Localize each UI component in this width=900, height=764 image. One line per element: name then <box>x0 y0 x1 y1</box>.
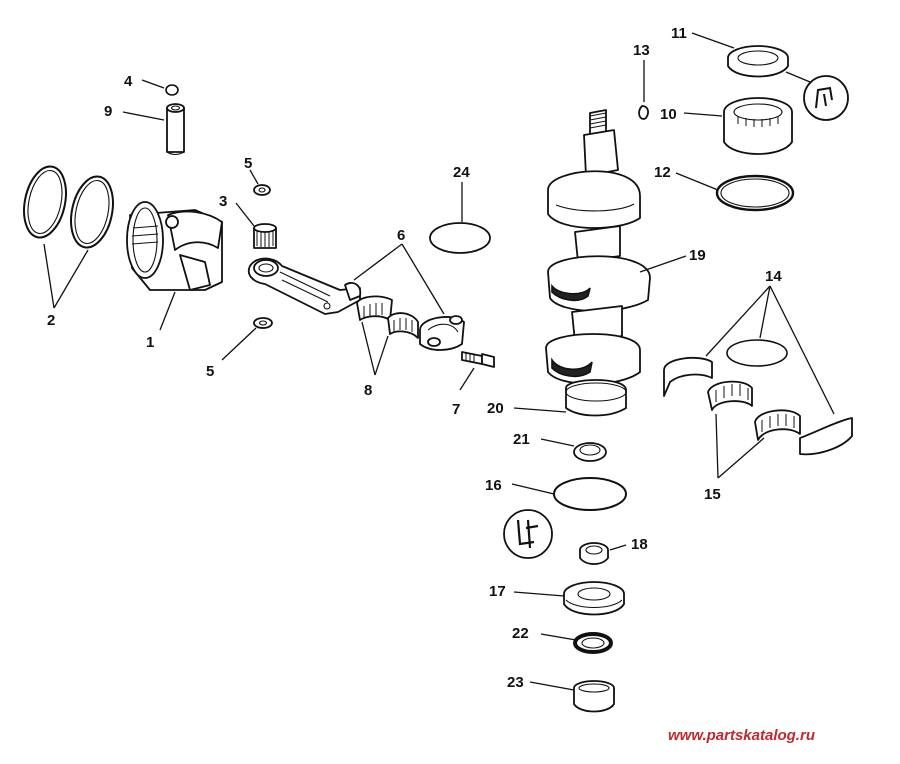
needle-bearing-cage-left <box>707 380 753 411</box>
callout-numbers: 1 2 3 4 5 5 6 7 8 9 10 11 12 13 14 15 16… <box>47 25 782 691</box>
piston <box>126 201 223 291</box>
callout-6: 6 <box>397 227 405 244</box>
o-ring-24 <box>429 222 491 254</box>
callout-14: 14 <box>765 268 782 285</box>
o-ring-22 <box>573 632 613 654</box>
callout-7: 7 <box>452 401 460 418</box>
callout-22: 22 <box>512 625 529 642</box>
callout-15: 15 <box>704 486 721 503</box>
thrust-washer-top <box>253 184 271 196</box>
detail-symbol-lower <box>503 509 553 559</box>
main-bearing-half-left <box>663 356 713 397</box>
callout-24: 24 <box>453 164 470 181</box>
retaining-ring <box>165 84 179 96</box>
thrust-washer-bottom <box>253 317 273 329</box>
callout-3: 3 <box>219 193 227 210</box>
connecting-rod <box>247 257 362 315</box>
callout-2: 2 <box>47 312 55 329</box>
callout-21: 21 <box>513 431 530 448</box>
bearing-sleeve <box>573 680 615 713</box>
callout-18: 18 <box>631 536 648 553</box>
callout-13: 13 <box>633 42 650 59</box>
rod-bearing-upper-half <box>356 295 393 321</box>
thrust-washer-21 <box>573 442 607 462</box>
piston-rings <box>23 165 114 249</box>
seal-ring <box>727 45 789 78</box>
needle-bearing-cage-right <box>754 409 801 441</box>
callout-16: 16 <box>485 477 502 494</box>
callout-20: 20 <box>487 400 504 417</box>
callout-1: 1 <box>146 334 154 351</box>
rod-bearing-lower-half <box>387 312 419 339</box>
callout-19: 19 <box>689 247 706 264</box>
callout-4: 4 <box>124 73 133 90</box>
retaining-ring-13 <box>638 105 649 120</box>
rod-cap <box>419 315 465 351</box>
callout-5-bottom: 5 <box>206 363 214 380</box>
main-bearing-half-right <box>799 417 853 456</box>
o-ring-12 <box>715 174 795 212</box>
callout-12: 12 <box>654 164 671 181</box>
callout-17: 17 <box>489 583 506 600</box>
callout-5-top: 5 <box>244 155 252 172</box>
wrist-pin <box>166 103 185 156</box>
seal-18 <box>579 542 609 565</box>
watermark-url: www.partskatalog.ru <box>668 727 815 744</box>
roller-bearing-upper <box>723 97 793 155</box>
callout-10: 10 <box>660 106 677 123</box>
o-ring-16 <box>553 477 627 511</box>
callout-9: 9 <box>104 103 112 120</box>
detail-symbol-upper <box>803 75 849 121</box>
callout-11: 11 <box>671 25 687 42</box>
callout-8: 8 <box>364 382 372 399</box>
needle-bearing-small-end <box>253 223 277 249</box>
callout-23: 23 <box>507 674 524 691</box>
leader-lines <box>43 32 835 691</box>
bearing-housing <box>563 581 625 616</box>
main-bearing-ring <box>726 339 788 367</box>
crankshaft <box>545 109 651 417</box>
rod-cap-screw <box>461 351 495 368</box>
